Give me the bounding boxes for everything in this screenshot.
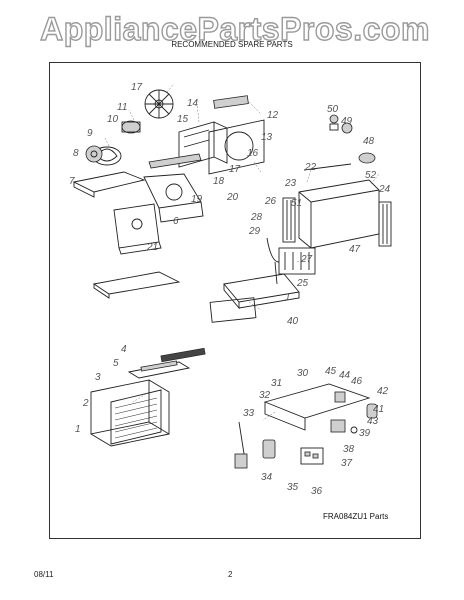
callout-36: 36 bbox=[311, 486, 323, 497]
callout-50: 50 bbox=[327, 104, 339, 115]
footer-date: 08/11 bbox=[34, 570, 54, 579]
callout-23: 23 bbox=[284, 178, 297, 189]
filter-part bbox=[209, 297, 257, 323]
pcb-part bbox=[300, 447, 324, 465]
diagram-caption: FRA084ZU1 Parts bbox=[323, 512, 389, 521]
callout-20: 20 bbox=[226, 192, 239, 203]
callout-19: 19 bbox=[191, 194, 203, 205]
callout-47: 47 bbox=[349, 244, 361, 255]
exploded-parts-diagram bbox=[72, 83, 392, 469]
callout-9: 9 bbox=[87, 128, 93, 139]
base-pan-part bbox=[223, 273, 300, 310]
callout-10: 10 bbox=[107, 114, 119, 125]
thermostat-knob-part bbox=[358, 152, 376, 164]
diagram-frame bbox=[49, 62, 421, 539]
motor-part bbox=[121, 120, 141, 134]
callout-7: 7 bbox=[69, 176, 75, 187]
recommended-spare-parts-title: RECOMMENDED SPARE PARTS bbox=[171, 40, 293, 49]
callout-1b: 1 bbox=[75, 424, 81, 435]
switch-part bbox=[334, 391, 346, 403]
coil-assembly-part bbox=[178, 121, 228, 168]
callout-38: 38 bbox=[343, 444, 355, 455]
callout-14: 14 bbox=[187, 98, 199, 109]
louver-part bbox=[148, 153, 202, 169]
control-panel-strip-part bbox=[160, 347, 206, 363]
selector-part bbox=[341, 122, 353, 134]
callout-44: 44 bbox=[339, 370, 351, 381]
callout-6: 6 bbox=[173, 216, 179, 227]
callout-41: 41 bbox=[373, 404, 384, 415]
appliancepartspros-watermark: AppliancePartsPros.com bbox=[39, 10, 430, 47]
relay-part bbox=[262, 439, 276, 459]
callout-17b: 17 bbox=[229, 164, 241, 175]
base-tray-part bbox=[113, 203, 162, 255]
callout-34: 34 bbox=[261, 472, 273, 483]
callout-2: 2 bbox=[82, 398, 89, 409]
callout-33: 33 bbox=[243, 408, 255, 419]
callout-28: 28 bbox=[250, 212, 263, 223]
callout-51: 51 bbox=[291, 198, 302, 209]
callout-32: 32 bbox=[259, 390, 271, 401]
blower-wheel-part bbox=[144, 89, 174, 119]
callout-42: 42 bbox=[377, 386, 389, 397]
filter-frame-part bbox=[127, 360, 191, 379]
front-panel-part bbox=[90, 379, 170, 447]
knob-part bbox=[329, 114, 339, 131]
tubing-part bbox=[266, 237, 280, 285]
callout-29: 29 bbox=[248, 226, 261, 237]
svg-text:AppliancePartsPros.com: AppliancePartsPros.com bbox=[40, 11, 430, 47]
callout-21: 21 bbox=[146, 242, 158, 253]
power-cord-part bbox=[234, 421, 248, 469]
top-bracket-part bbox=[213, 95, 249, 109]
callout-16: 16 bbox=[247, 148, 259, 159]
callout-43: 43 bbox=[367, 416, 379, 427]
callout-17: 17 bbox=[131, 82, 143, 93]
screw-part bbox=[350, 426, 358, 434]
capacitor-part bbox=[366, 403, 378, 419]
callout-5: 5 bbox=[113, 358, 119, 369]
callout-26: 26 bbox=[264, 196, 277, 207]
motor-mount-part bbox=[85, 145, 103, 163]
side-panel-right-part bbox=[378, 201, 392, 247]
callout-18: 18 bbox=[213, 176, 225, 187]
callout-35: 35 bbox=[287, 482, 299, 493]
control-box-part bbox=[263, 383, 371, 431]
callout-1: 1 bbox=[285, 292, 291, 303]
callout-48: 48 bbox=[363, 136, 375, 147]
housing-part bbox=[143, 173, 204, 223]
callout-40: 40 bbox=[287, 316, 299, 327]
callout-31: 31 bbox=[271, 378, 282, 389]
front-grille-part bbox=[110, 389, 162, 445]
callout-15: 15 bbox=[177, 114, 189, 125]
shroud-part bbox=[72, 171, 146, 198]
callout-45: 45 bbox=[325, 366, 337, 377]
callout-22: 22 bbox=[304, 162, 317, 173]
page-number: 2 bbox=[228, 570, 233, 579]
drain-pan-part bbox=[92, 271, 181, 299]
callout-39: 39 bbox=[359, 428, 371, 439]
callout-11: 11 bbox=[117, 102, 127, 113]
callout-49: 49 bbox=[341, 116, 353, 127]
callout-13: 13 bbox=[261, 132, 273, 143]
callout-37: 37 bbox=[341, 458, 353, 469]
side-panel-left-part bbox=[282, 197, 296, 243]
callout-8: 8 bbox=[73, 148, 79, 159]
callout-4: 4 bbox=[121, 344, 127, 355]
grill-part bbox=[208, 119, 265, 175]
callout-12: 12 bbox=[267, 110, 279, 121]
callout-3: 3 bbox=[95, 372, 101, 383]
callout-25: 25 bbox=[296, 278, 309, 289]
callout-labels: 17 11 10 9 8 7 6 19 21 12 13 16 17 18 14… bbox=[69, 82, 391, 497]
terminal-block-part bbox=[330, 419, 346, 433]
compressor-part bbox=[278, 247, 316, 275]
callout-30: 30 bbox=[297, 368, 309, 379]
callout-46: 46 bbox=[351, 376, 363, 387]
callout-52: 52 bbox=[365, 170, 377, 181]
callout-27: 27 bbox=[300, 254, 313, 265]
callout-24: 24 bbox=[378, 184, 391, 195]
